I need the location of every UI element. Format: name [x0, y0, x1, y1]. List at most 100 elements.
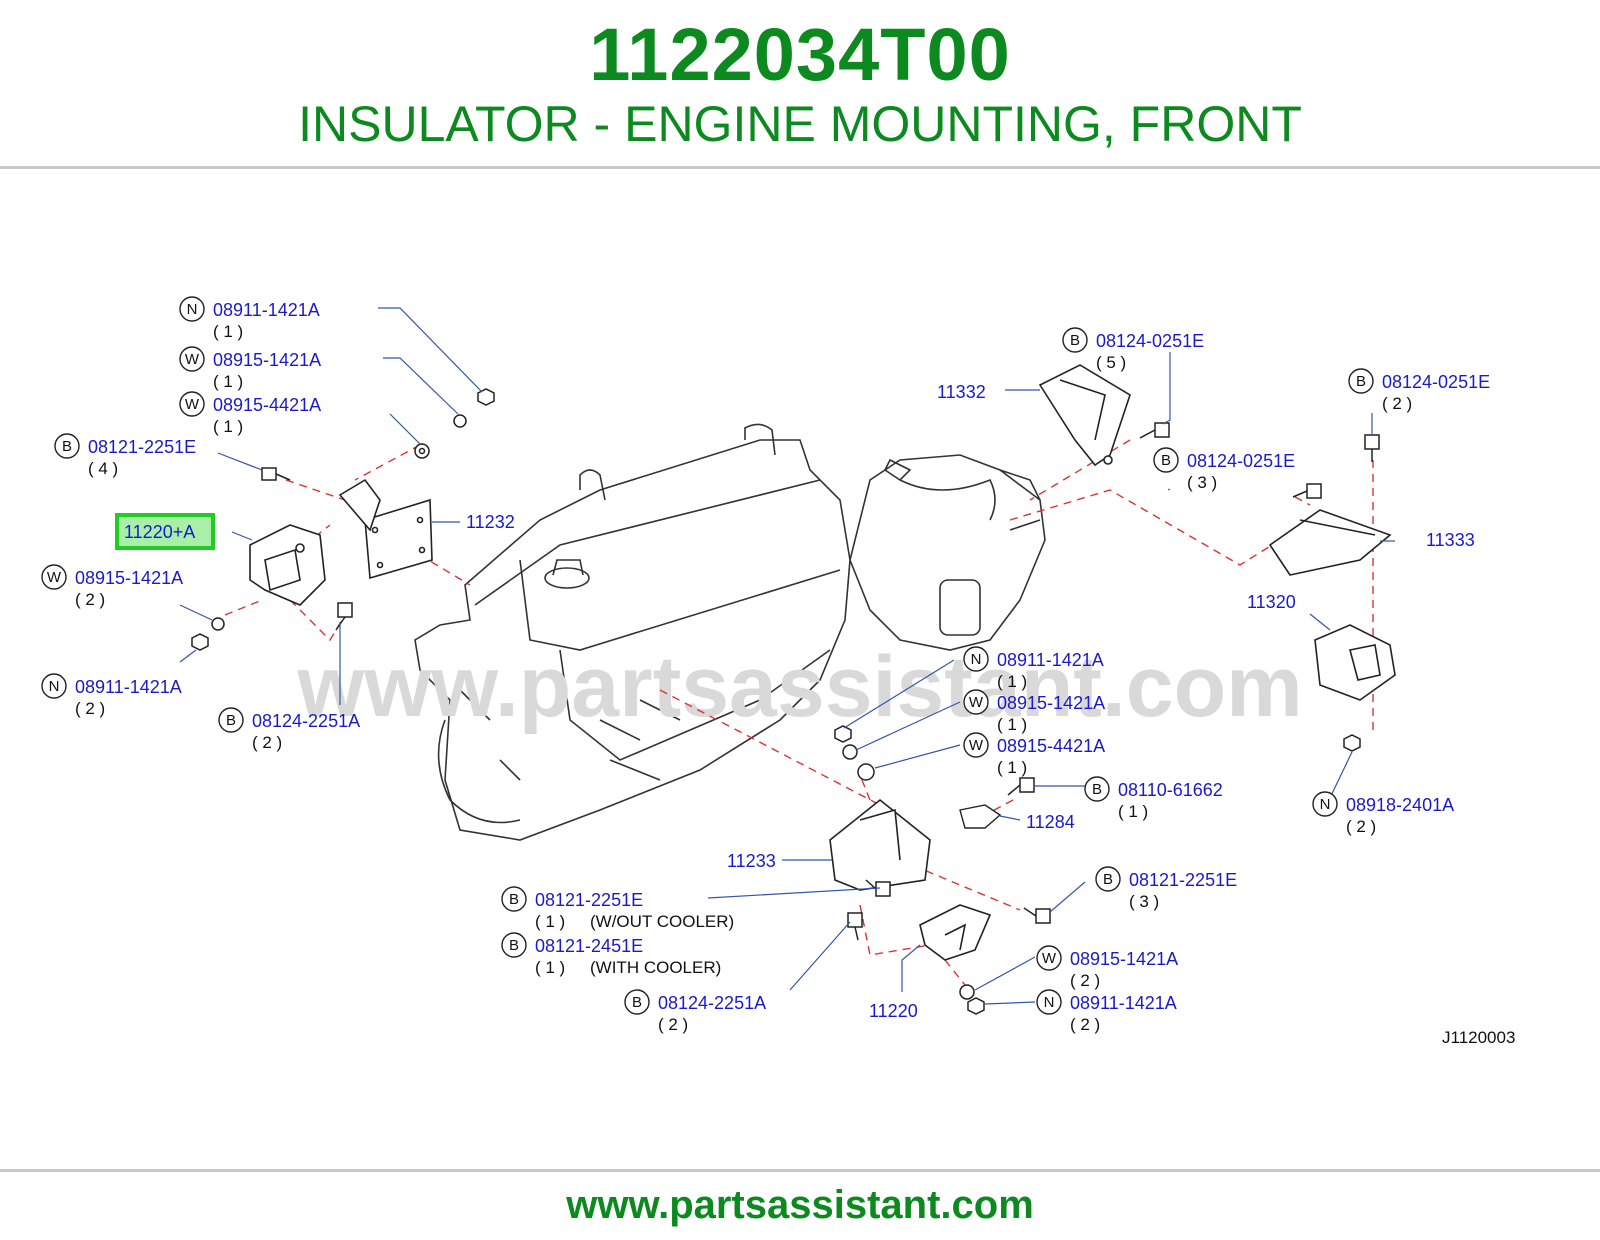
diagram-reference: J1120003	[1442, 1028, 1515, 1047]
callout[interactable]: 11332	[937, 382, 986, 402]
nut-icon	[191, 633, 209, 651]
bolt-icon	[261, 467, 277, 481]
footer-url[interactable]: www.partsassistant.com	[566, 1183, 1034, 1227]
part-link[interactable]: 08124-0251E	[1382, 372, 1490, 392]
nut-icon	[1343, 734, 1361, 752]
part-link[interactable]: 08124-2251A	[658, 993, 766, 1013]
callout[interactable]: W 08915-1421A ( 2 )	[41, 564, 183, 609]
washer-icon	[857, 763, 875, 781]
bolt-icon	[1364, 434, 1380, 450]
quantity: ( 3 )	[1187, 473, 1217, 492]
part-link[interactable]: 08124-0251E	[1187, 451, 1295, 471]
part-link[interactable]: 11333	[1426, 530, 1475, 550]
callout[interactable]: W 08915-1421A ( 1 )	[179, 346, 321, 391]
component-11284	[959, 804, 1002, 829]
washer-icon	[959, 984, 975, 1000]
callout[interactable]: W 08915-1421A ( 2 )	[1036, 945, 1178, 990]
nut-icon	[967, 997, 985, 1015]
callout[interactable]: N 08911-1421A ( 1 )	[963, 646, 1104, 691]
callout[interactable]: N 08911-1421A ( 2 )	[41, 673, 182, 718]
quantity: ( 1 )	[997, 758, 1027, 777]
badge-label: B	[1103, 871, 1113, 888]
callout[interactable]: 11232	[466, 512, 515, 532]
component-11332	[1038, 364, 1131, 467]
callout[interactable]: B 08121-2251E ( 1 ) (W/OUT COOLER)	[501, 886, 734, 931]
quantity: ( 1 )	[213, 322, 243, 341]
quantity: ( 1 )	[997, 715, 1027, 734]
callout[interactable]: N 08911-1421A ( 2 )	[1036, 989, 1177, 1034]
badge-label: N	[1044, 994, 1055, 1011]
part-link[interactable]: 08915-4421A	[213, 395, 321, 415]
callout[interactable]: 11233	[727, 851, 776, 871]
callout[interactable]: B 08110-61662 ( 1 )	[1084, 776, 1223, 821]
quantity: ( 2 )	[75, 590, 105, 609]
callout[interactable]: W 08915-4421A ( 1 )	[963, 732, 1105, 777]
bolt-icon	[1035, 908, 1051, 924]
part-link[interactable]: 11320	[1247, 592, 1296, 612]
part-link[interactable]: 08110-61662	[1118, 780, 1223, 800]
component-11232	[338, 478, 433, 580]
part-link[interactable]: 08915-1421A	[213, 350, 321, 370]
callout[interactable]: B 08121-2251E ( 4 )	[54, 433, 196, 478]
badge-label: W	[969, 737, 984, 754]
callout[interactable]: B 08124-0251E ( 2 )	[1348, 368, 1490, 413]
part-link-selected[interactable]: 11220+A	[124, 522, 195, 542]
part-link[interactable]: 08121-2251E	[1129, 870, 1237, 890]
part-link[interactable]: 08911-1421A	[1070, 993, 1177, 1013]
part-link[interactable]: 08121-2251E	[88, 437, 196, 457]
callout[interactable]: B 08124-2251A ( 2 )	[624, 989, 766, 1034]
callout[interactable]: 11333	[1426, 530, 1475, 550]
callout[interactable]: W 08915-1421A ( 1 )	[963, 689, 1105, 734]
bolt-icon	[875, 881, 891, 897]
part-link[interactable]: 08915-4421A	[997, 736, 1105, 756]
usage-note: (W/OUT COOLER)	[590, 912, 734, 931]
badge-label: B	[509, 937, 519, 954]
badge-label: B	[1161, 452, 1171, 469]
part-link[interactable]: 08915-1421A	[1070, 949, 1178, 969]
bottom-divider	[0, 1169, 1600, 1172]
callout[interactable]: 11320	[1247, 592, 1296, 612]
part-link[interactable]: 08911-1421A	[997, 650, 1104, 670]
callout[interactable]: B 08121-2451E ( 1 ) (WITH COOLER)	[501, 932, 721, 977]
part-description: INSULATOR - ENGINE MOUNTING, FRONT	[298, 96, 1302, 152]
callout[interactable]: 11284	[1026, 812, 1075, 832]
callout[interactable]: N 08918-2401A ( 2 )	[1312, 791, 1454, 836]
callout[interactable]: W 08915-4421A ( 1 )	[179, 391, 321, 436]
part-link[interactable]: 08124-0251E	[1096, 331, 1204, 351]
badge-label: W	[185, 396, 200, 413]
washer-icon	[453, 414, 467, 428]
callout[interactable]: N 08911-1421A ( 1 )	[179, 296, 320, 341]
callout[interactable]: B 08121-2251E ( 3 )	[1095, 866, 1237, 911]
quantity: ( 1 )	[213, 372, 243, 391]
part-link[interactable]: 11232	[466, 512, 515, 532]
part-link[interactable]: 08121-2451E	[535, 936, 643, 956]
callout[interactable]: B 08124-2251A ( 2 )	[218, 707, 360, 752]
component-11233	[829, 798, 931, 891]
callout[interactable]: B 08124-0251E ( 5 )	[1062, 327, 1204, 372]
fasteners	[191, 388, 1380, 1015]
part-link[interactable]: 11233	[727, 851, 776, 871]
part-link[interactable]: 11284	[1026, 812, 1075, 832]
callout-highlighted[interactable]: 11220+A	[115, 513, 215, 550]
part-link[interactable]: 08911-1421A	[213, 300, 320, 320]
part-link[interactable]: 08915-1421A	[75, 568, 183, 588]
part-link[interactable]: 08918-2401A	[1346, 795, 1454, 815]
quantity: ( 2 )	[658, 1015, 688, 1034]
badge-label: N	[1320, 796, 1331, 813]
nut-icon	[834, 725, 852, 743]
badge-label: B	[226, 712, 236, 729]
callout[interactable]: B 08124-0251E ( 3 )	[1153, 447, 1295, 492]
part-link[interactable]: 08911-1421A	[75, 677, 182, 697]
badge-label: N	[49, 678, 60, 695]
callout[interactable]: 11220	[869, 1001, 918, 1021]
part-link[interactable]: 08915-1421A	[997, 693, 1105, 713]
part-link[interactable]: 08124-2251A	[252, 711, 360, 731]
badge-label: N	[187, 301, 198, 318]
part-link[interactable]: 11332	[937, 382, 986, 402]
badge-label: B	[632, 994, 642, 1011]
badge-label: B	[509, 891, 519, 908]
washer-icon	[211, 617, 225, 631]
quantity: ( 2 )	[75, 699, 105, 718]
part-link[interactable]: 08121-2251E	[535, 890, 643, 910]
part-link[interactable]: 11220	[869, 1001, 918, 1021]
